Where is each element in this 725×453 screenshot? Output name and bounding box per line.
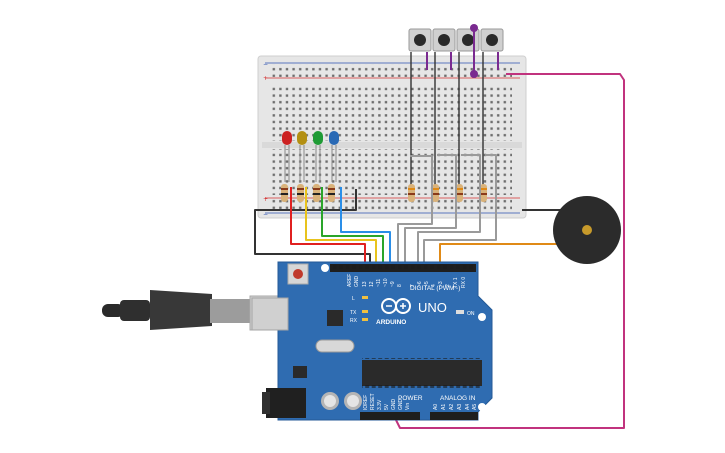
arduino-logo-icon <box>381 298 411 314</box>
pin-label: ~10 <box>383 278 389 287</box>
pin-label: IOREF <box>363 395 369 410</box>
wire-gray-3 <box>417 154 481 268</box>
pin-label: 12 <box>369 281 375 287</box>
led-group <box>282 131 339 182</box>
wire-red <box>290 187 366 268</box>
svg-text:−: − <box>263 211 268 218</box>
analog-pin-labels: A0 A1 A2 A3 A4 A5 <box>433 404 478 410</box>
wire-blue <box>340 187 391 268</box>
pin-label: ~9 <box>390 281 396 287</box>
gnd-pin-label: GND <box>354 276 360 288</box>
resistor <box>281 184 288 202</box>
wire-yellow <box>305 187 377 268</box>
svg-text:+: + <box>263 196 268 203</box>
resistor <box>432 184 439 202</box>
resistor <box>480 184 487 202</box>
red-led <box>282 131 292 182</box>
pin-label: RESET <box>370 393 376 410</box>
pin-label: ~6 <box>417 281 423 287</box>
resistor <box>456 184 463 202</box>
pin-label: 2 <box>445 284 451 287</box>
wire-green <box>321 187 384 268</box>
tx-label: TX <box>350 310 357 316</box>
pin-label: A3 <box>457 404 463 410</box>
reset-button[interactable] <box>287 263 309 285</box>
pin-label: 7 <box>410 284 416 287</box>
pin-label: GND <box>398 399 404 411</box>
pin-label: RX 0 <box>461 277 467 288</box>
svg-text:+: + <box>263 75 268 82</box>
pin-label: ~5 <box>424 281 430 287</box>
piezo-buzzer <box>553 196 621 264</box>
pin-label: Vin <box>405 403 411 410</box>
pin-label: 3.3V <box>377 399 383 410</box>
svg-text:−: − <box>263 61 268 68</box>
pin-label: A1 <box>441 404 447 410</box>
l-label: L <box>352 296 355 302</box>
push-button-2[interactable] <box>432 28 456 52</box>
wire-gray-1 <box>397 155 433 268</box>
pin-label: 13 <box>362 281 368 287</box>
pin-label: 5V <box>384 403 390 410</box>
wire-magenta-5v <box>395 73 625 429</box>
analog-header <box>430 412 478 420</box>
wire-gray-2 <box>404 154 457 268</box>
push-button-3[interactable] <box>456 28 480 52</box>
pin-label: 8 <box>397 284 403 287</box>
yellow-led <box>297 131 307 182</box>
aref-pin-label: AREF <box>347 274 353 287</box>
push-button-group <box>408 24 504 190</box>
resistor <box>408 184 415 202</box>
wire-gray-4 <box>423 154 497 268</box>
board-brand: ARDUINO <box>376 319 406 326</box>
arduino-uno-board: UNO ARDUINO DIGITAL (PWM~) POWER ANALOG … <box>251 261 493 421</box>
rx-label: RX <box>350 318 358 324</box>
power-pin-labels: IOREF RESET 3.3V 5V GND GND Vin <box>363 393 411 410</box>
pin-label: ~3 <box>438 281 444 287</box>
push-button-4[interactable] <box>480 28 504 52</box>
pin-label: A5 <box>472 404 478 410</box>
pin-label: A4 <box>465 404 471 410</box>
wire-group <box>254 73 625 429</box>
power-label: POWER <box>398 395 423 402</box>
resistor-group <box>281 184 487 202</box>
pin-label: TX 1 <box>453 277 459 288</box>
resistor <box>313 184 320 202</box>
digital-label: DIGITAL (PWM~) <box>410 285 460 292</box>
power-header <box>360 412 420 420</box>
analog-label: ANALOG IN <box>440 395 476 402</box>
push-button-1[interactable] <box>408 28 432 52</box>
pin-label: A2 <box>449 404 455 410</box>
pin-label: 4 <box>431 284 437 287</box>
board-model: UNO <box>418 300 447 315</box>
atmega-chip <box>362 358 482 388</box>
green-led <box>313 131 323 182</box>
digital-pin-labels: AREF GND 13 12 ~11 ~10 ~9 8 7 ~6 ~5 4 ~3… <box>347 274 467 288</box>
resistor <box>328 184 335 202</box>
pin-label: ~11 <box>376 279 382 287</box>
on-label: ON <box>467 311 475 317</box>
pin-label: A0 <box>433 404 439 410</box>
blue-led <box>329 131 339 182</box>
wire-black-gnd <box>254 189 371 268</box>
wire-orange-buzzer <box>439 243 573 268</box>
resistor <box>297 184 304 202</box>
pin-label: GND <box>391 399 397 411</box>
